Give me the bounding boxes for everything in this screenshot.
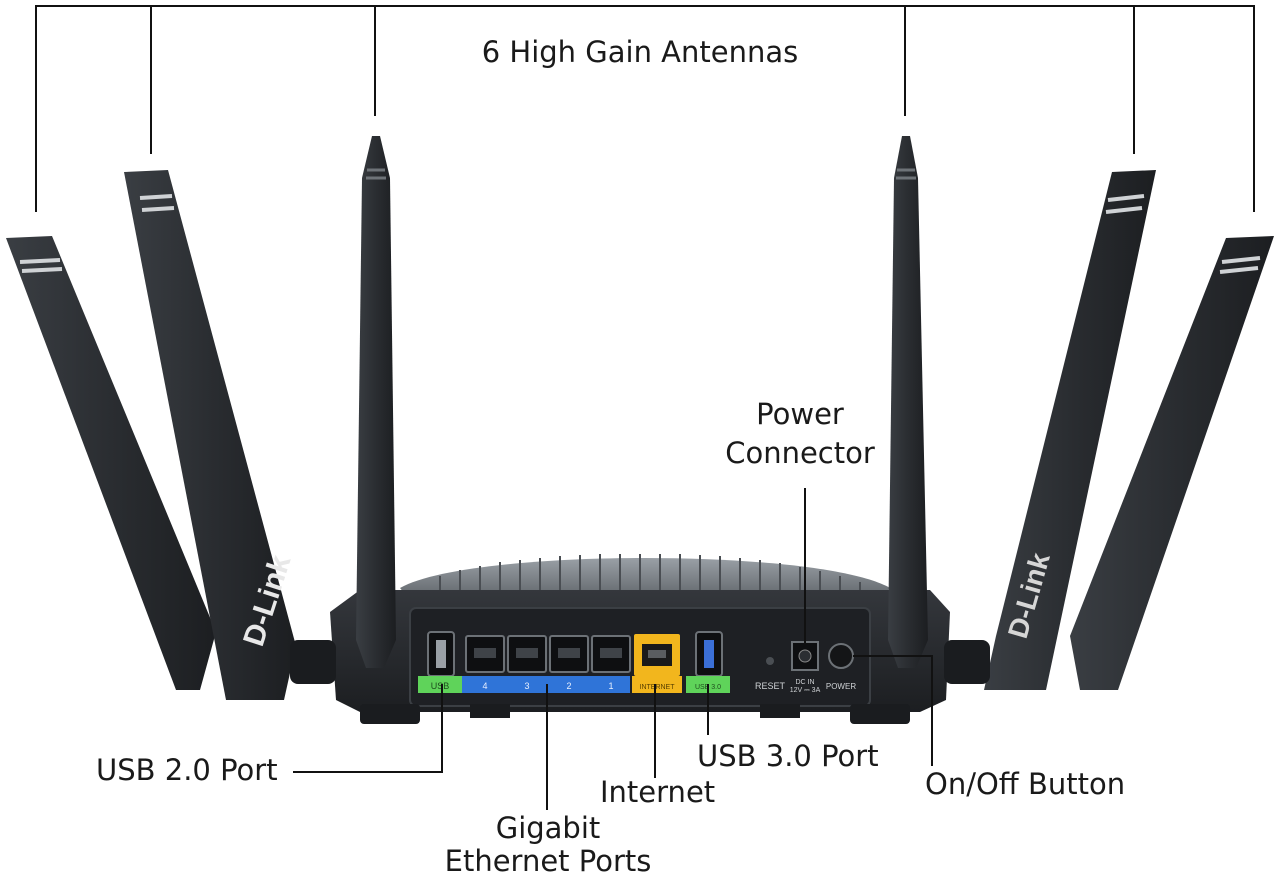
- usb2-tag-text: USB: [431, 681, 450, 691]
- power-button: [828, 643, 854, 669]
- power-connector-label: Power Connector: [695, 397, 905, 471]
- antennas-label: 6 High Gain Antennas: [481, 35, 799, 69]
- title-backdrop: [470, 26, 810, 82]
- power-connector-label-line2: Connector: [725, 436, 875, 471]
- power-label: POWER: [826, 682, 856, 691]
- internet-tag: [632, 676, 682, 693]
- power-connector-label-line1: Power: [756, 397, 844, 431]
- usb3-port: [695, 631, 723, 677]
- lan-number-1: 1: [608, 681, 613, 691]
- gigabit-ethernet-label-line2: Ethernet Ports: [444, 844, 652, 879]
- antenna-inner-right: [888, 136, 928, 668]
- internet-tag-text: INTERNET: [640, 684, 676, 691]
- lan-number-4: 4: [482, 681, 487, 691]
- reset-label: RESET: [755, 681, 786, 691]
- ethernet-ports: [465, 635, 631, 673]
- callout-lines: [293, 488, 933, 810]
- usb2-port: [427, 631, 455, 677]
- dc-in-label: DC IN: [795, 679, 814, 686]
- lan-number-3: 3: [524, 681, 529, 691]
- antenna-bracket: [35, 5, 1255, 212]
- gigabit-ethernet-label-line1: Gigabit: [495, 811, 601, 845]
- antenna-far-left: [6, 236, 216, 690]
- reset-hole: [766, 657, 774, 665]
- dc-rating-label: 12V ⎓ 3A: [790, 687, 821, 694]
- usb3-port-label: USB 3.0 Port: [697, 739, 879, 773]
- usb2-port-label: USB 2.0 Port: [96, 753, 278, 787]
- internet-label: Internet: [600, 775, 716, 809]
- power-connector: [791, 641, 819, 671]
- lan-number-2: 2: [566, 681, 571, 691]
- antenna-far-right: [1070, 236, 1274, 690]
- antenna-inner-left: [356, 136, 396, 668]
- usb2-tag: [418, 676, 462, 693]
- onoff-button-label: On/Off Button: [925, 767, 1126, 801]
- gigabit-ethernet-label: Gigabit Ethernet Ports: [430, 811, 666, 879]
- internet-port: [634, 634, 680, 676]
